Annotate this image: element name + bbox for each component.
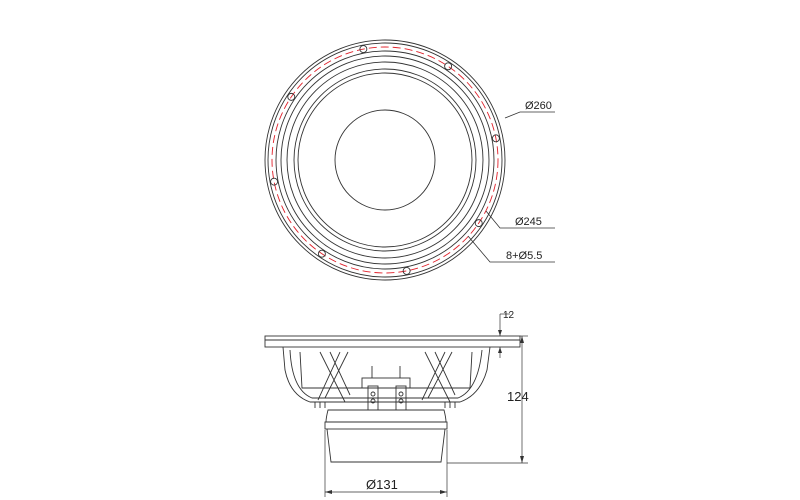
dust-cap [334,109,436,211]
magnet [326,428,446,463]
mounting-hole [491,134,500,143]
mounting-hole [287,92,296,101]
outer-rim [264,39,506,281]
basket [282,346,491,403]
height-label: 124 [507,389,529,404]
mounting-hole [474,219,483,228]
magnet-plate [325,409,447,423]
flange [264,335,521,348]
mounting-hole [317,249,326,258]
flange-thickness-label: 12 [503,310,515,321]
bolt-circle [271,46,499,274]
mounting-hole [402,266,411,275]
mounting-hole [444,62,453,71]
mounting-holes [270,45,500,275]
outer-diameter-label: Ø260 [525,100,552,112]
mounting-holes-label: 8+Ø5.5 [506,250,542,262]
side-view [264,313,528,497]
mounting-hole [270,177,279,186]
bolt-circle-label: Ø245 [515,216,542,228]
magnet-diameter-label: Ø131 [366,477,398,492]
front-view [264,39,555,281]
mounting-hole [359,45,368,54]
